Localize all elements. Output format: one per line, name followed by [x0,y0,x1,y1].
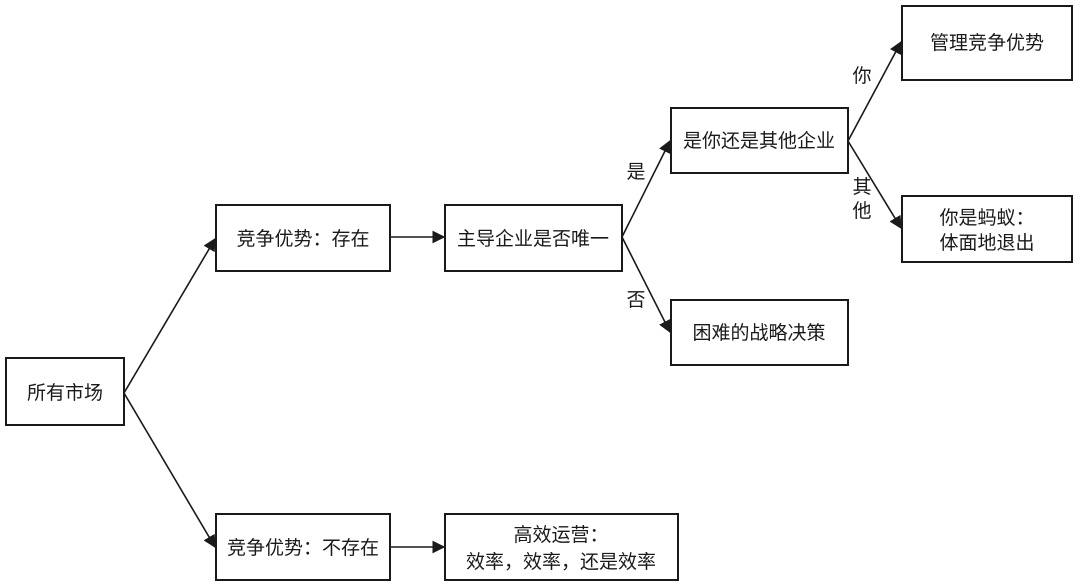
node-advantage-not-exists-label: 竞争优势：不存在 [227,537,379,559]
edge-all-markets-to-advantage-exists [123,237,216,394]
edge-label-you: 你 [852,65,871,87]
edge-leader-unique-to-difficult-decision [621,236,671,334]
node-manage-advantage: 管理竞争优势 [901,5,1073,81]
node-leader-unique: 主导企业是否唯一 [444,204,623,272]
node-you-or-other-label: 是你还是其他企业 [683,130,835,152]
node-advantage-exists-label: 竞争优势：存在 [236,228,369,250]
node-ant-exit-label-line2: 体面地退出 [939,232,1034,254]
node-difficult-decision-label: 困难的战略决策 [692,322,825,344]
node-leader-unique-label: 主导企业是否唯一 [457,228,609,250]
edge-you-or-other-to-manage-advantage [847,40,902,142]
node-ant-exit-label-line1: 你是蚂蚁： [939,207,1034,229]
node-efficient-ops-label-line2: 效率，效率，还是效率 [466,551,656,573]
node-you-or-other: 是你还是其他企业 [670,107,849,174]
node-efficient-ops: 高效运营： 效率，效率，还是效率 [444,513,679,581]
edge-you-or-other-to-ant-exit [847,140,902,230]
edge-all-markets-to-advantage-not-exists [123,392,216,549]
node-ant-exit: 你是蚂蚁： 体面地退出 [901,195,1073,263]
node-all-markets: 所有市场 [5,357,125,426]
node-manage-advantage-label: 管理竞争优势 [930,32,1044,54]
node-difficult-decision: 困难的战略决策 [670,299,849,366]
node-all-markets-label: 所有市场 [27,382,103,404]
edge-leader-unique-to-you-or-other [621,139,671,238]
node-advantage-not-exists: 竞争优势：不存在 [215,513,391,581]
edge-label-no: 否 [626,289,645,311]
edge-label-other-line1: 其 [852,176,871,198]
edge-label-other-line2: 他 [852,200,871,222]
node-efficient-ops-label-line1: 高效运营： [513,524,608,546]
node-advantage-exists: 竞争优势：存在 [215,204,391,272]
edge-label-yes: 是 [626,161,645,183]
